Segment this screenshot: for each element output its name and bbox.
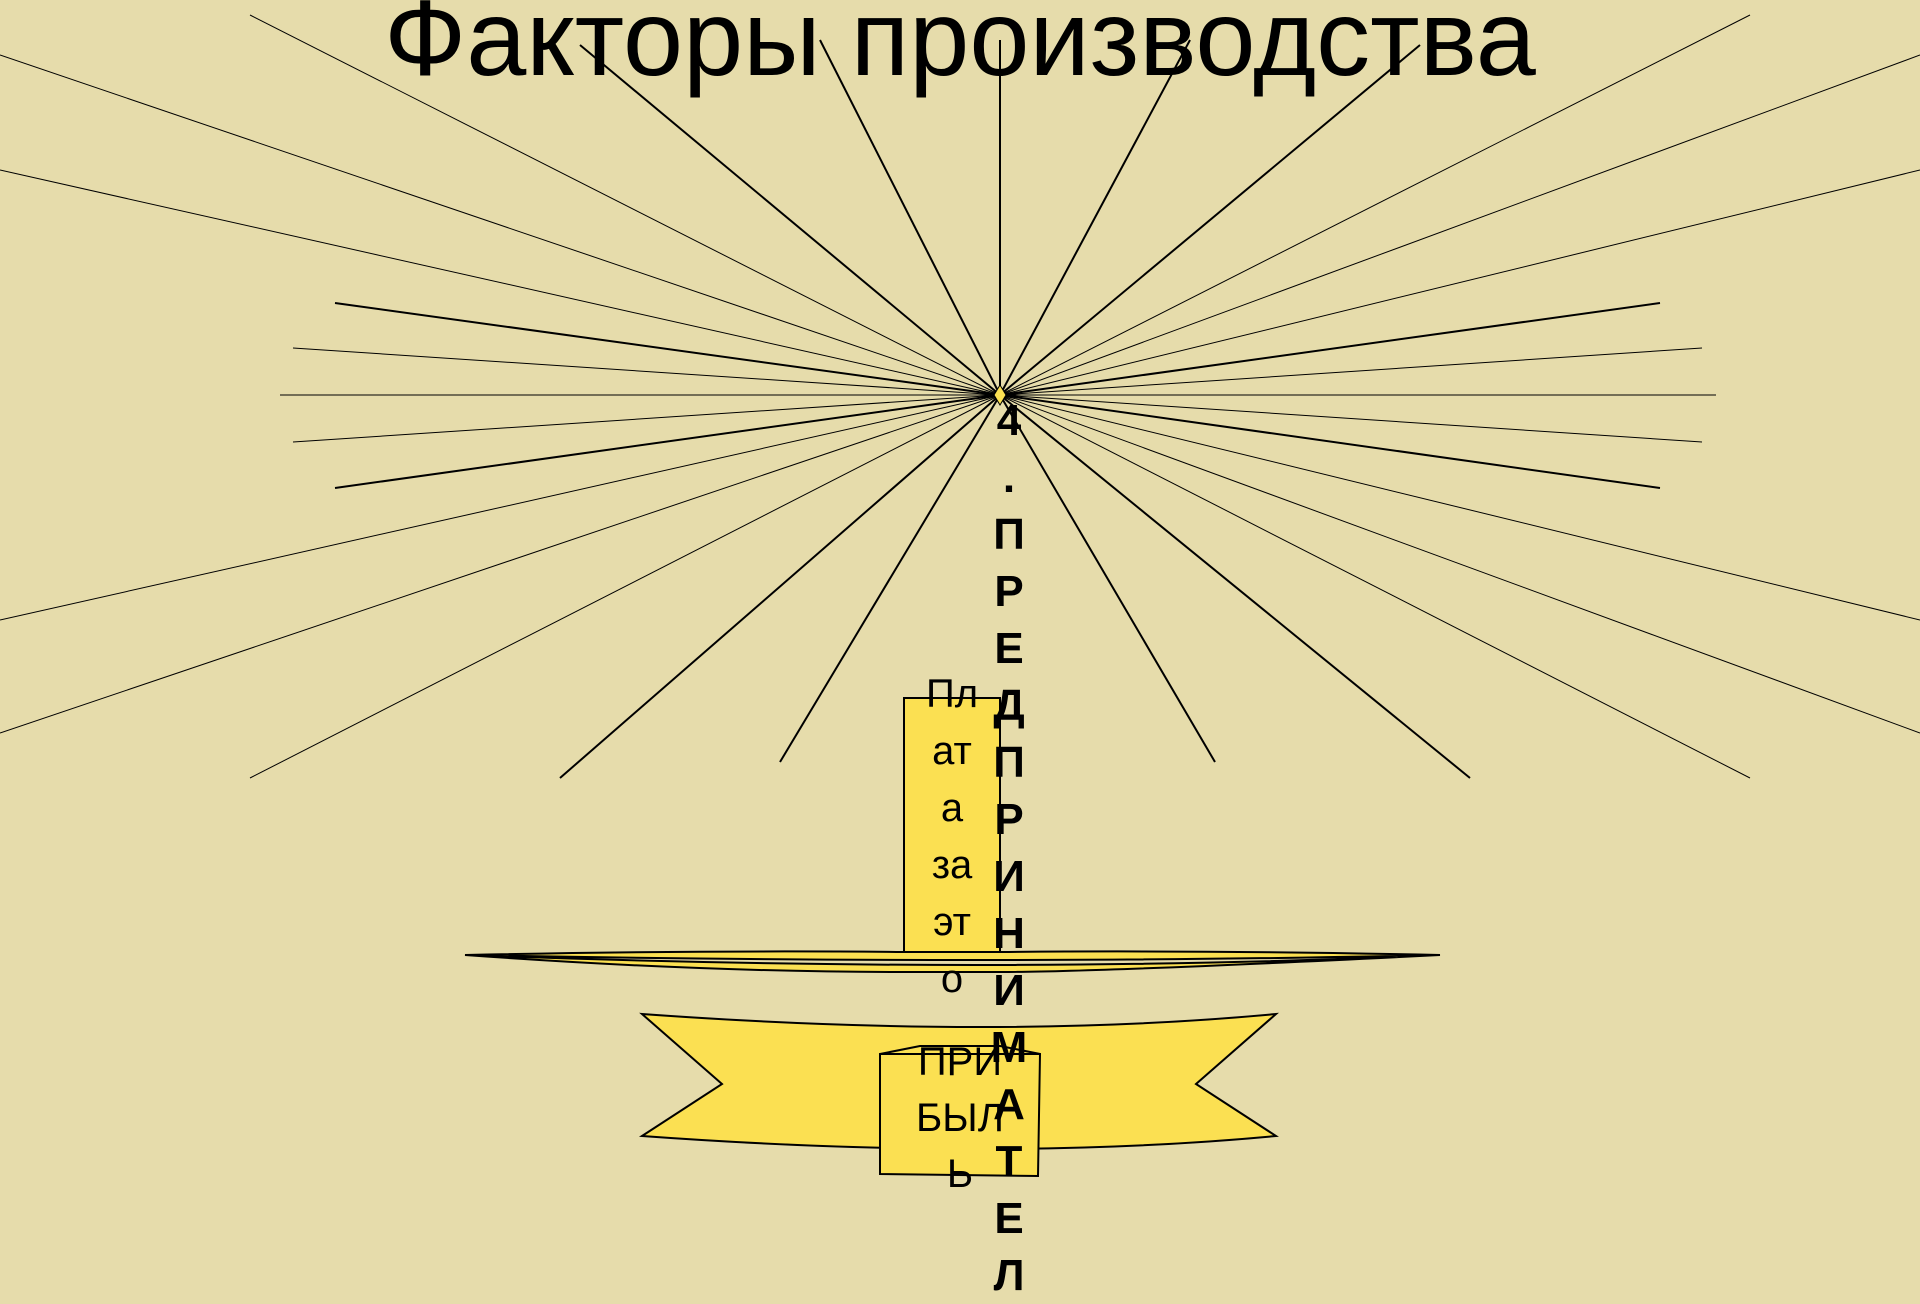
vertical-label-char: Л — [984, 1247, 1034, 1304]
sunburst-ray — [1000, 303, 1660, 395]
pillar-text-line: эт — [902, 894, 1002, 951]
vertical-label-char: 4 — [984, 392, 1034, 449]
pillar-text-line: о — [902, 951, 1002, 1008]
banner-text-line: ПРИ — [880, 1034, 1040, 1090]
sunburst-ray — [335, 395, 1000, 488]
sunburst-ray — [0, 170, 1000, 395]
sunburst-ray — [1000, 395, 1702, 442]
vertical-label-char: Р — [984, 563, 1034, 620]
banner-text-line: Ь — [880, 1146, 1040, 1202]
sunburst-ray — [1000, 170, 1920, 395]
sunburst-ray — [1000, 348, 1702, 395]
pillar-text-line: ат — [902, 723, 1002, 780]
pillar-text-line: за — [902, 837, 1002, 894]
vertical-label-char: . — [984, 449, 1034, 506]
sunburst-ray — [1000, 55, 1920, 395]
sunburst-rays — [0, 15, 1920, 778]
slide-title: Факторы производства — [0, 0, 1920, 100]
pillar-text-line: а — [902, 780, 1002, 837]
sunburst-ray — [0, 395, 1000, 733]
sunburst-ray — [0, 395, 1000, 620]
sunburst-ray — [1000, 395, 1920, 733]
pillar-text-line: Пл — [902, 666, 1002, 723]
sunburst-ray — [335, 303, 1000, 395]
sunburst-ray — [1000, 395, 1660, 488]
vertical-label-char: П — [984, 506, 1034, 563]
sunburst-ray — [0, 55, 1000, 395]
banner-text-line: БЫЛ — [880, 1090, 1040, 1146]
